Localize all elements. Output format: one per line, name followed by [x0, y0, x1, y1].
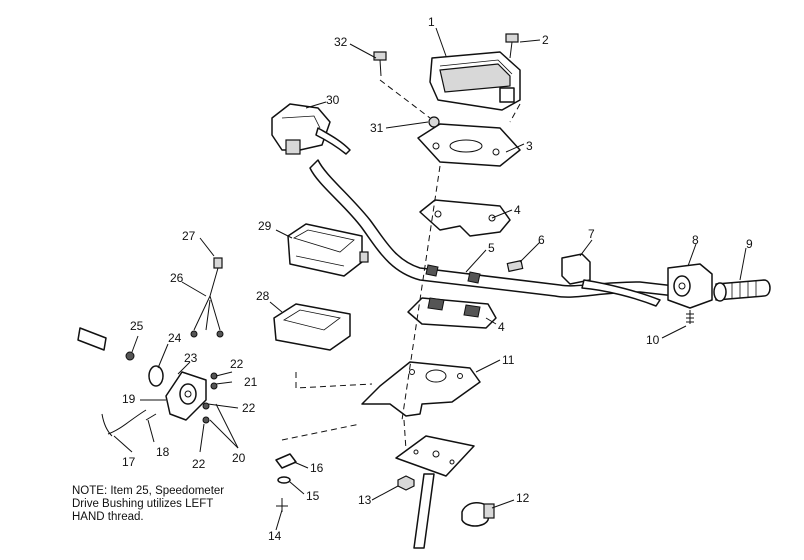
throttle-housing — [271, 103, 351, 155]
callout-6: 6 — [538, 233, 545, 247]
speedometer-drive — [77, 327, 218, 437]
callout-30: 30 — [326, 93, 340, 107]
lower-clamp — [407, 297, 497, 329]
callout-10: 10 — [646, 333, 660, 347]
callout-12: 12 — [516, 491, 530, 505]
callout-22-right: 22 — [242, 401, 256, 415]
callout-16: 16 — [310, 461, 324, 475]
bolt-2 — [505, 33, 519, 59]
callout-19: 19 — [122, 392, 136, 406]
callout-9: 9 — [746, 237, 753, 251]
callout-8: 8 — [692, 233, 699, 247]
callout-26: 26 — [170, 271, 184, 285]
handgrip — [713, 279, 771, 302]
leader-lines — [113, 27, 747, 531]
mounting-plate — [417, 123, 521, 167]
callout-14: 14 — [268, 529, 282, 543]
instrument-bracket — [361, 361, 481, 417]
handlebar-cover — [429, 51, 521, 111]
guide-line-center — [401, 165, 441, 421]
guide-line-32 — [379, 79, 431, 119]
callout-24: 24 — [168, 331, 182, 345]
callout-31: 31 — [370, 121, 384, 135]
callout-17: 17 — [122, 455, 136, 469]
steering-post-plate — [395, 435, 475, 549]
thread-note: NOTE: Item 25, Speedometer Drive Bushing… — [72, 485, 272, 524]
plug-6 — [506, 259, 524, 273]
callout-18: 18 — [156, 445, 170, 459]
cable-clamp-12 — [461, 502, 495, 527]
bolt-32 — [373, 51, 387, 77]
callout-5: 5 — [488, 241, 495, 255]
callout-11: 11 — [502, 353, 515, 367]
callout-28: 28 — [256, 289, 270, 303]
throttle-assembly — [667, 263, 713, 309]
callout-29: 29 — [258, 219, 272, 233]
callout-22-bottom: 22 — [192, 457, 206, 471]
speedometer — [287, 223, 369, 277]
callout-4-lower: 4 — [498, 320, 505, 334]
callout-21: 21 — [244, 375, 258, 389]
upper-clamp — [419, 199, 511, 237]
callout-20: 20 — [232, 451, 246, 465]
callout-7: 7 — [588, 227, 595, 241]
nut-13 — [397, 475, 415, 491]
guide-line-lower — [403, 419, 407, 451]
callout-27: 27 — [182, 229, 196, 243]
callout-3: 3 — [526, 139, 533, 153]
screw-10 — [686, 310, 694, 324]
callout-4-upper: 4 — [514, 203, 521, 217]
callout-25: 25 — [130, 319, 144, 333]
guide-line-bracket — [281, 423, 361, 441]
callout-labels: 1 2 3 4 4 5 6 7 8 9 10 11 12 13 14 15 16… — [122, 15, 753, 543]
small-hardware — [275, 453, 297, 512]
guide-line-case — [295, 372, 373, 389]
switch-housing — [561, 253, 661, 307]
callout-15: 15 — [306, 489, 320, 503]
speedometer-case — [273, 303, 351, 351]
speedometer-cable-lead — [190, 257, 224, 338]
callout-2: 2 — [542, 33, 549, 47]
callout-13: 13 — [358, 493, 372, 507]
callout-23: 23 — [184, 351, 198, 365]
callout-1: 1 — [428, 15, 435, 29]
note-line-3: HAND thread. — [72, 511, 144, 523]
guide-line-cover — [509, 103, 521, 123]
note-line-2: Drive Bushing utilizes LEFT — [72, 498, 214, 510]
handlebar — [309, 159, 676, 298]
note-line-1: NOTE: Item 25, Speedometer — [72, 485, 225, 497]
callout-22-top: 22 — [230, 357, 244, 371]
callout-32: 32 — [334, 35, 348, 49]
